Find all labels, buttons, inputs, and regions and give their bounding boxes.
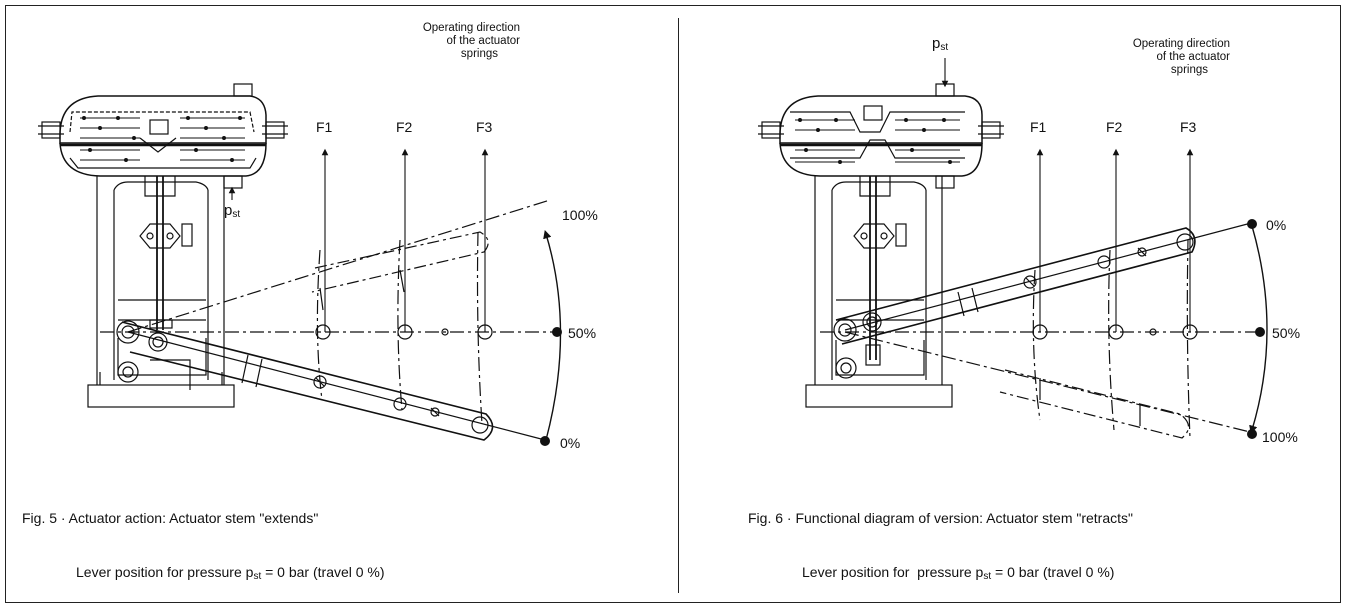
right-yoke (805, 176, 953, 408)
left-caption-line-1: Fig. 5 · Actuator action: Actuator stem … (22, 510, 319, 526)
left-pressure-symbol: p (224, 202, 233, 219)
right-reference-lines (820, 221, 1258, 439)
left-position-50: 50% (568, 325, 597, 341)
right-position-markers (1247, 219, 1265, 439)
left-position-100: 100% (562, 207, 598, 223)
left-position-markers (540, 327, 562, 446)
right-force-label-f1: F1 (1030, 119, 1047, 135)
right-pressure-symbol: p (932, 35, 941, 52)
right-position-100: 100% (1262, 429, 1298, 445)
left-caption-line-2: Lever position for pressure pst = 0 bar … (22, 563, 385, 586)
left-pressure-label: pst (224, 203, 240, 222)
left-actuator-diagram (38, 83, 562, 446)
left-caption: Fig. 5 · Actuator action: Actuator stem … (22, 473, 385, 604)
left-caption-line-2-end: = 0 bar (travel 0 %) (261, 564, 385, 580)
left-travel-arc (543, 229, 562, 441)
left-actuator-housing (38, 83, 288, 189)
left-direction-label: Operating direction of the actuator spri… (390, 22, 520, 61)
left-direction-line-2: of the actuator (446, 35, 520, 47)
left-caption-line-2-text: Lever position for pressure p (76, 564, 254, 580)
left-direction-line-1: Operating direction (422, 22, 520, 34)
left-force-label-f3: F3 (476, 119, 493, 135)
right-position-0: 0% (1266, 217, 1287, 233)
left-force-label-f1: F1 (316, 119, 333, 135)
right-caption-line-2-end: = 0 bar (travel 0 %) (991, 564, 1115, 580)
right-actuator-diagram (758, 58, 1268, 439)
left-pressure-subscript: st (232, 209, 241, 220)
right-pressure-label: pst (932, 36, 948, 55)
right-direction-line-1: Operating direction (1132, 38, 1230, 50)
left-reference-lines (100, 199, 555, 441)
right-direction-line-2: of the actuator (1156, 51, 1230, 63)
right-force-label-f2: F2 (1106, 119, 1123, 135)
right-direction-label: Operating direction of the actuator spri… (1100, 38, 1230, 77)
right-caption-line-2: Lever position for pressure pst = 0 bar … (748, 563, 1133, 586)
left-lever (116, 231, 494, 441)
left-caption-line-2-sub: st (253, 571, 262, 582)
left-force-label-f2: F2 (396, 119, 413, 135)
right-actuator-housing (758, 83, 1004, 189)
right-pressure-subscript: st (940, 42, 949, 53)
right-caption-line-1: Fig. 6 · Functional diagram of version: … (748, 510, 1133, 526)
left-position-0: 0% (560, 435, 581, 451)
right-caption: Fig. 6 · Functional diagram of version: … (748, 473, 1133, 604)
right-force-arrows (941, 58, 1194, 332)
right-position-50: 50% (1272, 325, 1301, 341)
right-force-label-f3: F3 (1180, 119, 1197, 135)
right-caption-line-2-text: Lever position for pressure p (802, 564, 984, 580)
panel-divider (678, 18, 679, 593)
page-frame (5, 5, 1341, 603)
left-force-arrows (228, 148, 489, 332)
right-direction-line-3: springs (1170, 64, 1208, 76)
right-travel-arc (1249, 225, 1268, 435)
right-caption-line-2-sub: st (983, 571, 992, 582)
left-direction-line-3: springs (460, 48, 498, 60)
left-yoke (87, 176, 235, 408)
